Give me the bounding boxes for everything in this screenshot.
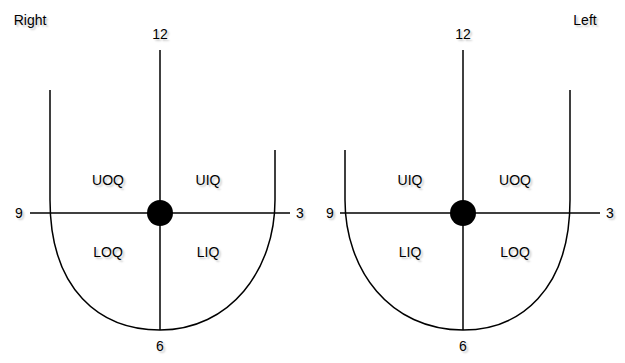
vertical-axis [462, 50, 464, 330]
clock-number: 6 [156, 339, 164, 353]
quadrant-label: UIQ [398, 173, 423, 187]
quadrant-label: LIQ [399, 245, 422, 259]
nipple-dot [450, 200, 476, 226]
clock-number: 9 [326, 206, 334, 220]
clock-number: 3 [606, 206, 614, 220]
quadrant-label: UOQ [92, 173, 124, 187]
vertical-axis [159, 50, 161, 330]
left-breast-outline [345, 90, 570, 330]
clock-number: 9 [15, 206, 23, 220]
nipple-dot [147, 200, 173, 226]
quadrant-label: UOQ [499, 173, 531, 187]
side-label: Right [14, 13, 47, 27]
quadrant-label: UIQ [196, 173, 221, 187]
clock-number: 6 [459, 339, 467, 353]
quadrant-label: LOQ [93, 245, 123, 259]
clock-number: 3 [296, 206, 304, 220]
side-label: Left [573, 13, 596, 27]
right-breast-outline [50, 90, 275, 330]
quadrant-label: LIQ [197, 245, 220, 259]
clock-number: 12 [455, 27, 471, 41]
clock-number: 12 [152, 27, 168, 41]
quadrant-label: LOQ [500, 245, 530, 259]
